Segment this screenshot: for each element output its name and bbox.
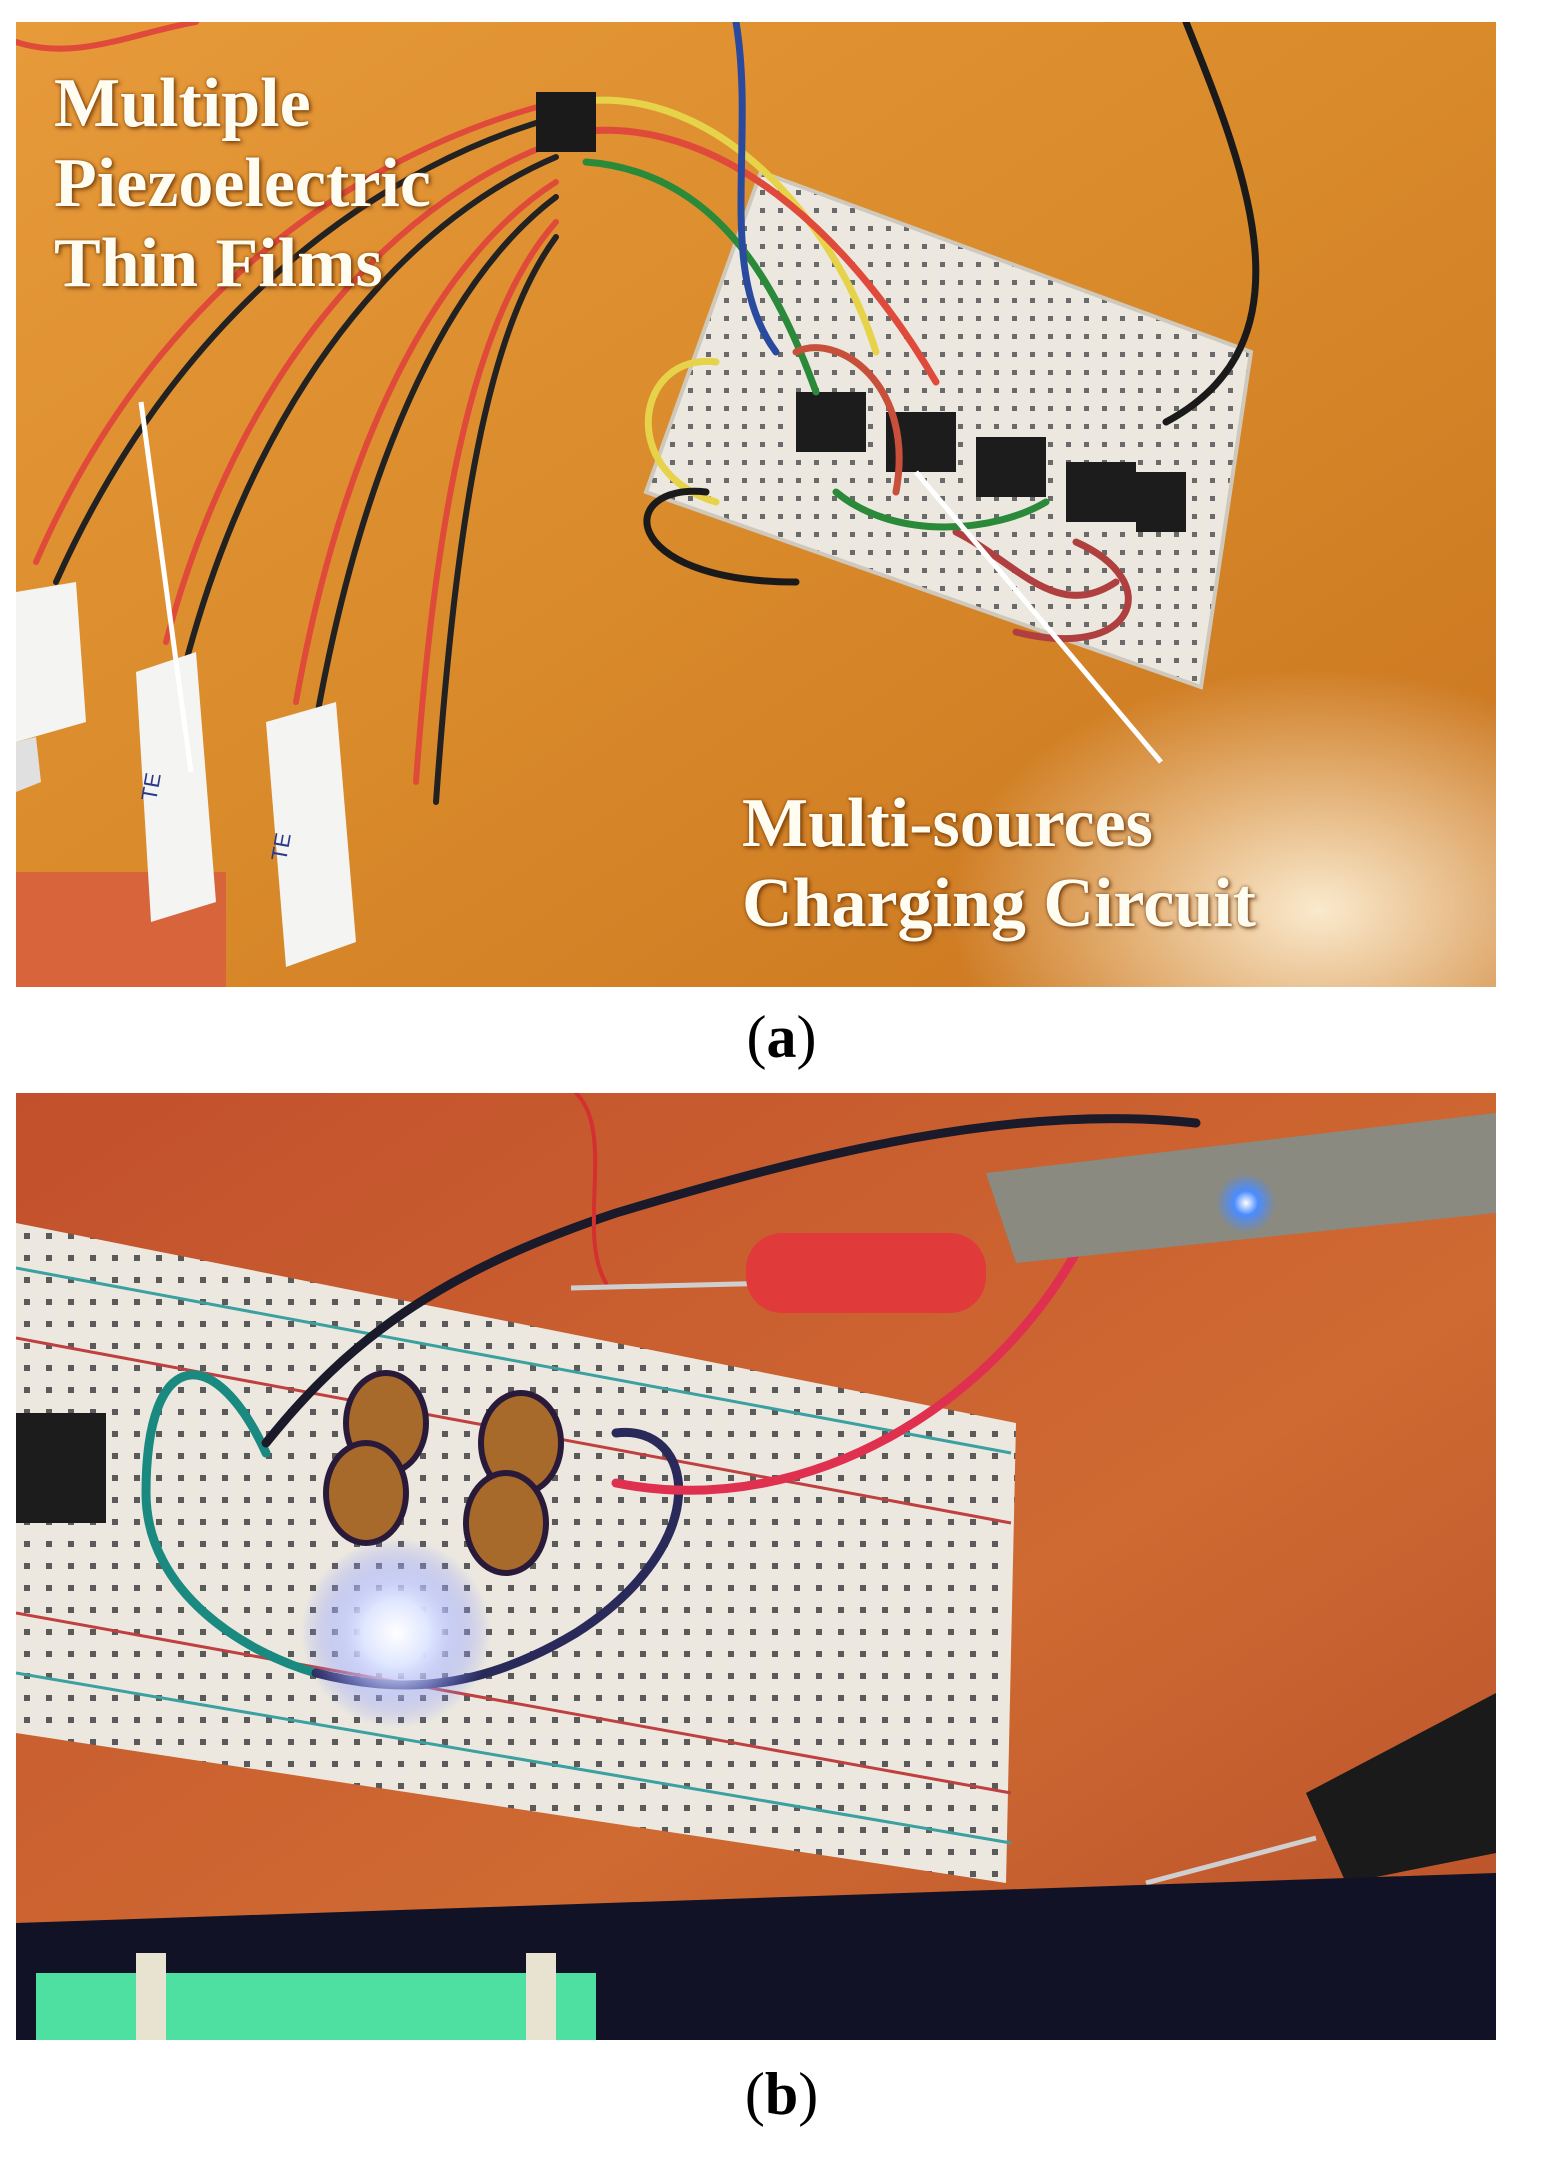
circuit-label-line1: Multi-sources [742,785,1153,862]
caption-a: (a) [746,1004,817,1070]
circuit-label-line2: Charging Circuit [742,865,1256,942]
svg-text:TE: TE [136,771,166,803]
caption-b: (b) [744,2061,819,2127]
photo-panel-a: TE TE Multiple Piezoelectric Thin Films … [16,22,1496,987]
multimeter-probe-black [1145,1693,1496,1886]
photo-led-test [16,1093,1496,2040]
ic-chip [16,1413,106,1523]
jumper-wires-a [572,22,1260,643]
multimeter-probe-red [570,1233,986,1313]
photo-charging-setup: TE TE [16,22,1496,987]
films-label: Multiple Piezoelectric Thin Films [54,64,431,304]
svg-text:TE: TE [266,831,296,863]
probe-handle [986,1113,1496,1263]
led-light [301,1538,491,1728]
photo-panel-b [16,1093,1496,2040]
piezo-films: TE TE [16,582,356,967]
films-label-line1: Multiple [54,65,311,142]
green-display [36,1973,596,2040]
film-lead-wires [16,22,559,805]
header-connector [536,92,596,152]
inductor-coils [323,1370,564,1576]
rectifier-chips [796,392,1186,532]
films-label-line2: Piezoelectric [54,145,431,222]
circuit-label: Multi-sources Charging Circuit [742,784,1256,944]
label-pointer-lines [138,401,1163,773]
films-label-line3: Thin Films [54,225,383,302]
